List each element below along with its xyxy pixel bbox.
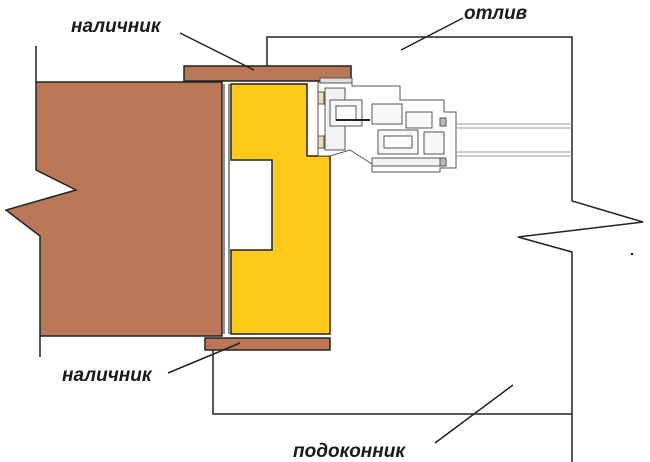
- wall-block: [4, 81, 223, 337]
- drip-strip: [319, 77, 353, 84]
- label-top-left-trim: наличник: [71, 16, 162, 37]
- insulation-foam: [230, 83, 331, 335]
- label-bottom-left-trim: наличник: [62, 365, 153, 386]
- wall-outline-left: [35, 46, 41, 357]
- leader-lines: [167, 17, 514, 444]
- bottom-trim-board: [204, 337, 331, 351]
- label-windowsill: подоконник: [293, 441, 406, 462]
- window-frame-profile: [317, 81, 457, 173]
- label-drip-cap: отлив: [464, 3, 527, 24]
- glazing-unit: [456, 123, 572, 157]
- foam-gap-edge: [223, 84, 230, 334]
- wall-outline-right: [212, 36, 644, 462]
- top-trim-board: [183, 65, 352, 82]
- marker-dot: [630, 252, 634, 256]
